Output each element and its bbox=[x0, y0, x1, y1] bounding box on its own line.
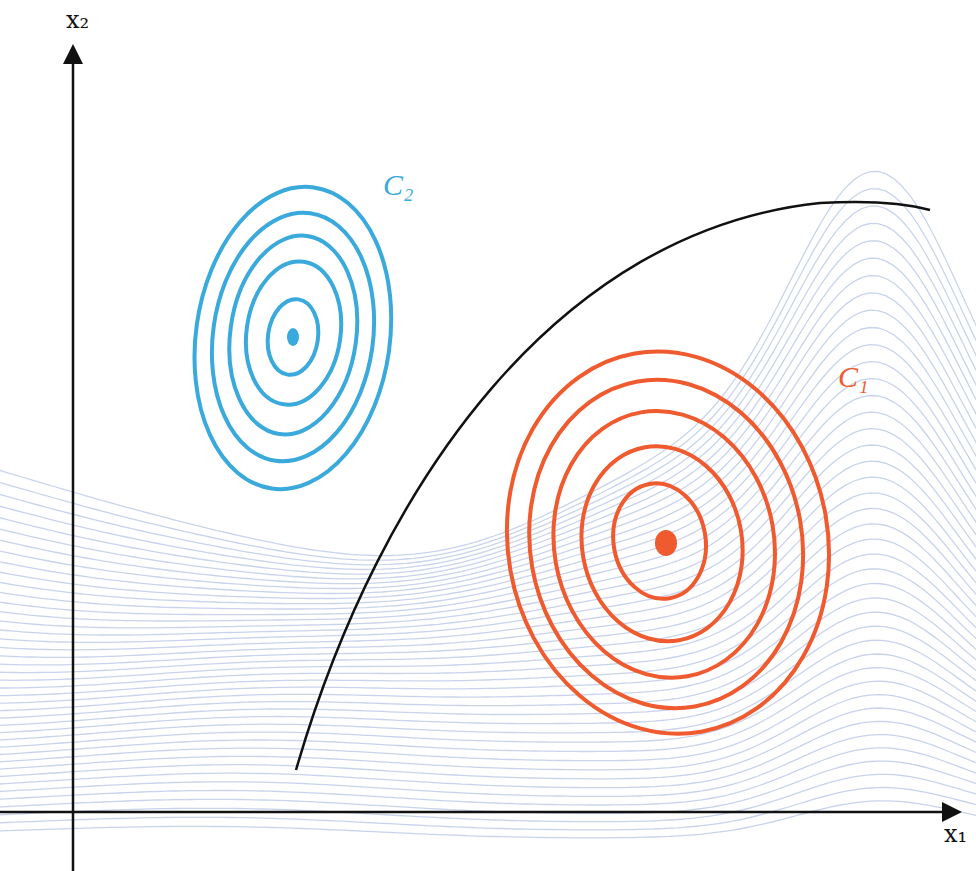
surface-line bbox=[0, 172, 976, 556]
axis-arrowhead bbox=[942, 802, 962, 822]
surface-line bbox=[0, 241, 976, 574]
surface-line bbox=[0, 721, 976, 787]
surface-line bbox=[0, 584, 976, 711]
surface-line bbox=[0, 748, 976, 805]
decision-boundary bbox=[296, 202, 930, 770]
class-2-contours bbox=[176, 174, 410, 502]
surface-line bbox=[0, 640, 976, 740]
axis-label: x₁ bbox=[944, 822, 967, 846]
surface-line bbox=[0, 612, 976, 726]
background-surface bbox=[0, 172, 976, 838]
surface-line bbox=[0, 189, 976, 560]
class-label: C₁ bbox=[838, 362, 868, 392]
surface-line bbox=[0, 598, 976, 719]
x-axis bbox=[0, 811, 945, 814]
class-label: C₂ bbox=[383, 170, 413, 200]
class-1-mean bbox=[655, 530, 677, 556]
surface-line bbox=[0, 761, 976, 813]
surface-line bbox=[0, 681, 976, 762]
axis-arrowhead bbox=[63, 44, 83, 64]
surface-line bbox=[0, 626, 976, 733]
surface-line bbox=[0, 788, 976, 830]
surface-line bbox=[0, 224, 976, 570]
surface-line bbox=[0, 654, 976, 748]
y-axis bbox=[72, 60, 75, 871]
axis-label: x₂ bbox=[66, 8, 89, 32]
class-1-contours bbox=[477, 326, 859, 760]
surface-line bbox=[0, 396, 976, 622]
class-2-mean bbox=[287, 328, 299, 346]
surface-line bbox=[0, 735, 976, 797]
axes bbox=[0, 44, 962, 871]
surface-line bbox=[0, 801, 976, 838]
surface-line bbox=[0, 412, 976, 628]
surface-line bbox=[0, 668, 976, 755]
surface-line bbox=[0, 708, 976, 779]
surface-line bbox=[0, 774, 976, 821]
surface-line bbox=[0, 569, 976, 704]
